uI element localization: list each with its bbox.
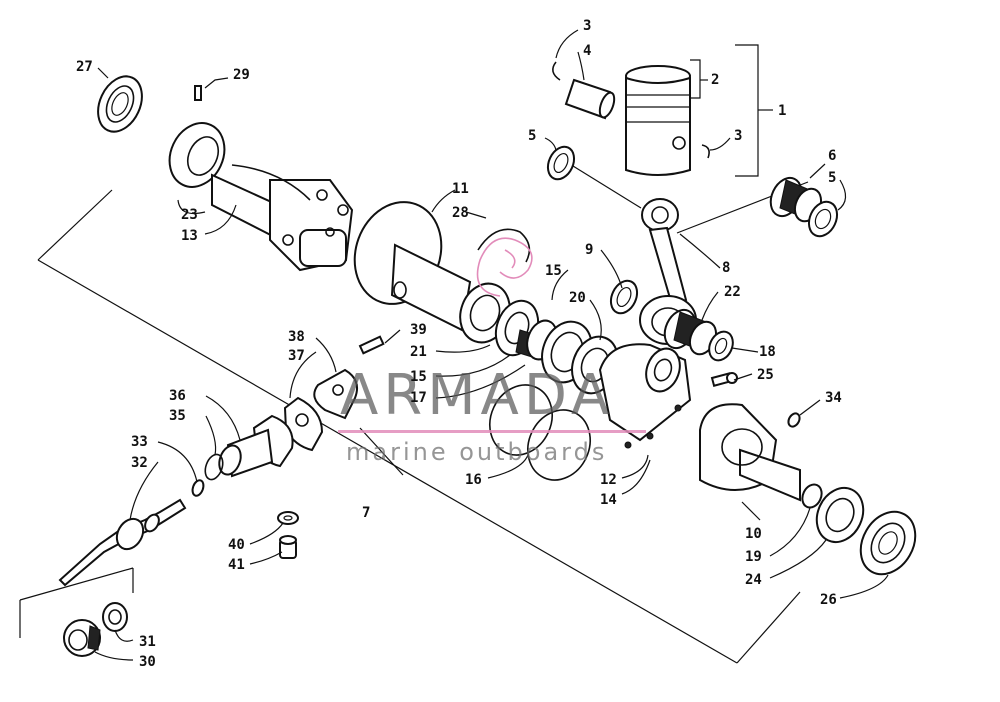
gear-30 — [63, 619, 101, 657]
washer-33 — [191, 479, 205, 497]
callout-29: 29 — [233, 67, 250, 83]
callout-16: 16 — [465, 472, 482, 488]
bearing-21 — [494, 299, 558, 363]
callout-11: 11 — [452, 181, 469, 197]
callout-33: 33 — [131, 434, 148, 450]
callout-6: 6 — [828, 148, 837, 164]
callout-14: 14 — [600, 492, 617, 508]
callout-7: 7 — [362, 505, 371, 521]
callout-21: 21 — [410, 344, 427, 360]
callout-8: 8 — [722, 260, 731, 276]
piston-bracket-1 — [690, 44, 773, 177]
callout-36: 36 — [169, 388, 186, 404]
watermark-underline — [338, 430, 646, 433]
watermark-title: ARMADA — [340, 363, 615, 428]
bolt-25 — [710, 372, 738, 387]
screw-39 — [358, 335, 385, 355]
crank-counterweight-11 — [353, 201, 511, 344]
callout-18: 18 — [759, 344, 776, 360]
armada-logo-icon — [476, 237, 533, 297]
callout-35: 35 — [169, 408, 186, 424]
piston-pin-4 — [564, 78, 616, 120]
callout-38: 38 — [288, 329, 305, 345]
callout-4: 4 — [583, 43, 592, 59]
callout-5: 5 — [528, 128, 537, 144]
callout-28: 28 — [452, 205, 469, 221]
callout-13: 13 — [181, 228, 198, 244]
pin-29 — [194, 85, 202, 101]
callout-40: 40 — [228, 537, 245, 553]
callout-22: 22 — [724, 284, 741, 300]
crank-counterweight-12 — [598, 343, 692, 449]
leader-lines — [94, 29, 889, 661]
washer-9 — [609, 279, 639, 315]
callout-12: 12 — [600, 472, 617, 488]
bearing-24 — [801, 483, 865, 544]
callout-34: 34 — [825, 390, 842, 406]
drive-shaft-32 — [58, 498, 187, 587]
inset-bracket — [19, 567, 134, 638]
callout-3: 3 — [734, 128, 743, 144]
needle-bearing-22 — [663, 308, 718, 356]
plug-41 — [279, 535, 297, 559]
gasket-38 — [313, 368, 358, 420]
callout-30: 30 — [139, 654, 156, 670]
key-34 — [787, 412, 801, 428]
watermark-subtitle: marine outboards — [346, 438, 608, 466]
callout-26: 26 — [820, 592, 837, 608]
callout-2: 2 — [711, 72, 720, 88]
washer-18 — [708, 330, 734, 362]
bearing-31 — [102, 602, 128, 632]
callout-3: 3 — [583, 18, 592, 34]
callout-31: 31 — [139, 634, 156, 650]
callout-41: 41 — [228, 557, 245, 573]
callout-39: 39 — [410, 322, 427, 338]
clip-3 — [552, 61, 561, 81]
callout-10: 10 — [745, 526, 762, 542]
piston-group-1 — [625, 65, 710, 176]
needle-bearing-6 — [769, 176, 823, 223]
callout-24: 24 — [745, 572, 762, 588]
o-ring-35 — [204, 453, 224, 481]
callout-1: 1 — [778, 103, 787, 119]
callout-23: 23 — [181, 207, 198, 223]
callout-25: 25 — [757, 367, 774, 383]
callout-15: 15 — [545, 263, 562, 279]
washer-40 — [277, 511, 299, 525]
pump-housing-36 — [218, 414, 294, 478]
callout-9: 9 — [585, 242, 594, 258]
callout-27: 27 — [76, 59, 93, 75]
callout-20: 20 — [569, 290, 586, 306]
callout-17: 17 — [410, 390, 427, 406]
callout-19: 19 — [745, 549, 762, 565]
seal-26 — [859, 510, 917, 576]
ring-28 — [477, 228, 531, 263]
washer-5-right — [807, 200, 839, 238]
callout-15: 15 — [410, 369, 427, 385]
crank-half-10 — [699, 403, 801, 502]
callout-5: 5 — [828, 170, 837, 186]
callout-37: 37 — [288, 348, 305, 364]
callout-32: 32 — [131, 455, 148, 471]
washer-5 — [546, 145, 576, 181]
crankshaft-half-13 — [168, 122, 354, 272]
seal-27 — [97, 75, 143, 133]
